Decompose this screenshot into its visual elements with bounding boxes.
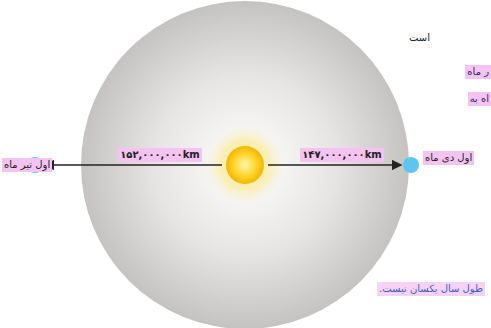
text-fragment: اه به: [468, 92, 491, 106]
earth-dot: [403, 157, 419, 173]
date-label: اول دی ماه: [423, 151, 474, 165]
distance-label: ۱۵۲,۰۰۰,۰۰۰km: [118, 148, 202, 162]
date-label: اول تیر ماه: [2, 158, 52, 172]
distance-arrow: [45, 164, 222, 165]
text-fragment: ر ماه: [465, 65, 491, 79]
distance-arrow: [268, 164, 401, 165]
note-text: طول سال یکسان نیست.: [377, 282, 485, 296]
sun: [226, 146, 264, 184]
distance-label: ۱۴۷,۰۰۰,۰۰۰km: [300, 148, 384, 162]
text-fragment: است: [407, 31, 432, 45]
